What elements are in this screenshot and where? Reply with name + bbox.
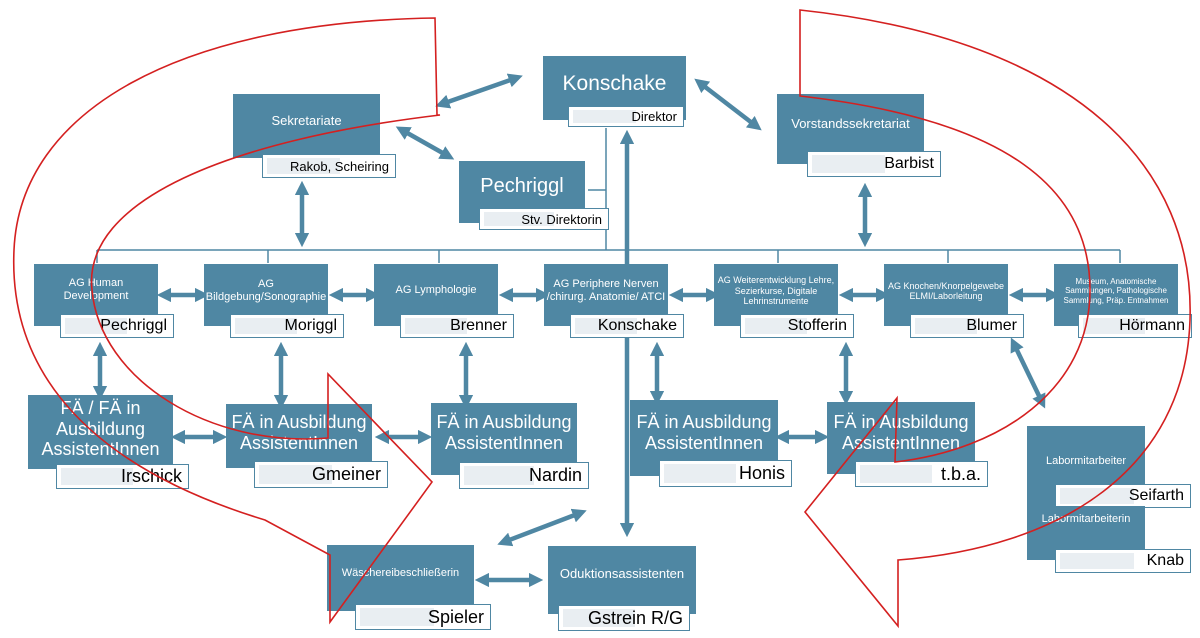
group-lead: Pechriggl — [100, 317, 167, 334]
lab-title: Labormitarbeiterin — [1041, 512, 1131, 525]
group-lead: Blumer — [966, 317, 1017, 334]
autopsy-name-tag: Gstrein R/G — [558, 605, 690, 631]
staff-name-tag-5: t.b.a. — [855, 461, 988, 487]
group-lead-tag-4: Konschake — [570, 314, 684, 338]
lab-name-tag-2: Knab — [1055, 549, 1191, 573]
laundry-name: Spieler — [427, 606, 484, 627]
deputy-title: Pechriggl — [480, 174, 564, 197]
lab-title: Labormitarbeiter — [1045, 454, 1127, 467]
lab-name: Seifarth — [1128, 487, 1184, 504]
group-title: AG Knochen/Knorpelgewebe ELMI/Laborleitu… — [887, 280, 1005, 301]
group-title: AG Bildgebung/Sonographie — [205, 278, 327, 303]
arrow-director-vorstand — [694, 78, 762, 131]
staff-title: FÄ in Ausbildung AssistentInnen — [833, 412, 969, 453]
laundry-name-tag: Spieler — [355, 604, 491, 630]
deputy-role: Stv. Direktorin — [521, 211, 602, 227]
autopsy-box: Oduktionsassistenten — [548, 546, 696, 614]
arrow-sekretariate-deputy — [395, 126, 455, 160]
autopsy-name: Gstrein R/G — [587, 607, 683, 628]
group-title: AG Periphere Nerven /chirurg. Anatomie/ … — [546, 278, 666, 303]
group-title: AG Lymphologie — [395, 283, 477, 296]
laundry-title: Wäschereibeschließerin — [341, 566, 460, 579]
deputy-role-tag: Stv. Direktorin — [479, 208, 609, 230]
laundry-box: Wäschereibeschließerin — [327, 545, 474, 611]
group-title: AG Human Development — [63, 277, 129, 302]
staff-title: FÄ / FÄ in Ausbildung AssistentInnen — [41, 397, 160, 460]
lab-name: Knab — [1146, 552, 1184, 569]
group-lead: Hörmann — [1119, 317, 1185, 334]
staff-name-tag-2: Gmeiner — [254, 461, 388, 488]
staff-name: Honis — [738, 463, 785, 483]
staff-box-2: FÄ in Ausbildung AssistentInnen — [226, 404, 372, 468]
board-secretariat-names: Barbist — [884, 155, 934, 172]
staff-title: FÄ in Ausbildung AssistentInnen — [636, 412, 772, 453]
board-secretariat-title: Vorstandssekretariat — [791, 115, 910, 131]
director-role: Direktor — [631, 109, 677, 124]
group-lead-tag-6: Blumer — [910, 314, 1024, 338]
staff-title: FÄ in Ausbildung AssistentInnen — [231, 412, 367, 453]
staff-name: t.b.a. — [940, 463, 981, 484]
staff-name-tag-3: Nardin — [459, 462, 589, 489]
board-secretariat-names-tag: Barbist — [807, 151, 941, 177]
autopsy-title: Oduktionsassistenten — [559, 565, 685, 581]
director-title: Konschake — [562, 71, 667, 95]
group-lead: Moriggl — [284, 317, 337, 334]
staff-name-tag-1: Irschick — [56, 464, 189, 489]
group-title: Museum, Anatomische Sammlungen, Patholog… — [1063, 277, 1169, 305]
group-lead-tag-1: Pechriggl — [60, 314, 174, 338]
staff-name: Nardin — [528, 465, 582, 485]
group-lead-tag-2: Moriggl — [230, 314, 344, 338]
arrow-ag6-lab — [1010, 337, 1046, 409]
arrow-sekretariate-director — [435, 73, 523, 109]
staff-box-1: FÄ / FÄ in Ausbildung AssistentInnen — [28, 395, 173, 469]
group-lead-tag-7: Hörmann — [1078, 314, 1192, 338]
staff-name-tag-4: Honis — [659, 460, 792, 487]
secretariats-box: Sekretariate — [233, 94, 380, 158]
staff-title: FÄ in Ausbildung AssistentInnen — [436, 412, 572, 453]
group-lead: Brenner — [450, 317, 507, 334]
lab-name-tag-1: Seifarth — [1055, 484, 1191, 508]
staff-name: Irschick — [120, 466, 182, 486]
group-lead-tag-3: Brenner — [400, 314, 514, 338]
secretariats-title: Sekretariate — [271, 112, 342, 128]
arrow-laundry-staff — [497, 508, 587, 547]
group-lead-tag-5: Stofferin — [740, 314, 854, 338]
group-lead: Konschake — [597, 317, 677, 334]
group-lead: Stofferin — [787, 317, 847, 334]
director-role-tag: Direktor — [568, 106, 684, 127]
staff-name: Gmeiner — [311, 464, 381, 484]
group-title: AG Weiterentwicklung Lehre, Sezierkurse,… — [717, 275, 835, 307]
secretariats-names-tag: Rakob, Scheiring — [262, 154, 396, 178]
secretariats-names: Rakob, Scheiring — [290, 158, 389, 174]
